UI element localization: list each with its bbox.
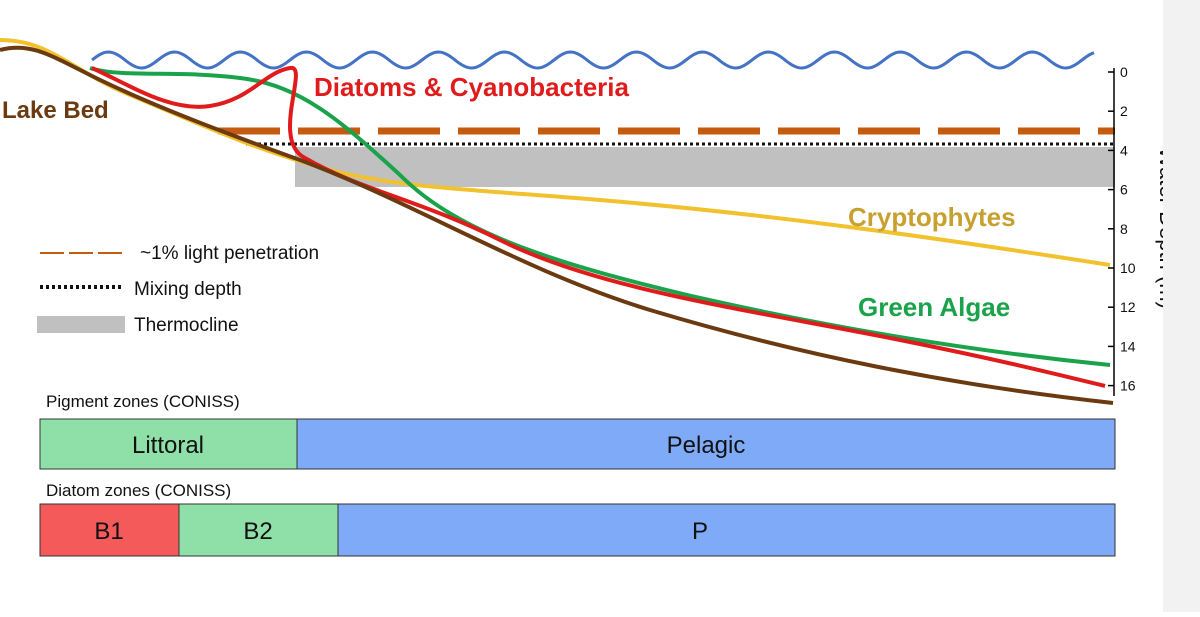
depth-tick-label: 4 — [1120, 142, 1128, 158]
zone-b1-label: B1 — [94, 518, 123, 545]
zone-pelagic — [296, 418, 1116, 470]
cryptophytes-label: Cryptophytes — [848, 202, 1016, 232]
zone-p-label: P — [692, 518, 708, 545]
green-algae-curve — [89, 66, 1111, 367]
depth-ticks: 0 2 4 6 8 10 12 14 16 — [1108, 64, 1136, 394]
zone-littoral-label: Littoral — [132, 432, 204, 459]
depth-tick-label: 12 — [1120, 299, 1136, 315]
water-surface-wave — [91, 50, 1095, 70]
diatoms-curve — [91, 66, 1106, 388]
zone-littoral — [39, 418, 298, 470]
lake-bed-curve — [0, 45, 1114, 405]
depth-tick-label: 2 — [1120, 103, 1128, 119]
right-edge-strip — [1163, 0, 1200, 612]
diatom-zones-title: Diatom zones (CONISS) — [46, 481, 231, 500]
depth-tick-label: 10 — [1120, 260, 1136, 276]
zone-b1 — [39, 503, 180, 557]
legend-mixing-label: Mixing depth — [134, 279, 242, 300]
zone-b2-label: B2 — [243, 518, 272, 545]
diatoms-label: Diatoms & Cyanobacteria — [314, 72, 630, 102]
depth-tick-label: 0 — [1120, 64, 1128, 80]
legend: ~1% light penetration Mixing depth Therm… — [37, 243, 319, 336]
green-algae-label: Green Algae — [858, 292, 1010, 322]
lake-bed-label: Lake Bed — [2, 97, 109, 124]
pigment-zones-title: Pigment zones (CONISS) — [46, 392, 240, 411]
depth-tick-label: 14 — [1120, 338, 1136, 354]
depth-tick-label: 16 — [1120, 378, 1136, 394]
thermocline-band — [295, 147, 1115, 187]
zone-pelagic-label: Pelagic — [667, 432, 746, 459]
depth-tick-label: 6 — [1120, 182, 1128, 198]
depth-tick-label: 8 — [1120, 221, 1128, 237]
zone-p — [337, 503, 1116, 557]
legend-light-label: ~1% light penetration — [140, 243, 319, 264]
legend-thermocline-swatch — [37, 316, 125, 333]
legend-thermocline-label: Thermocline — [134, 315, 239, 336]
